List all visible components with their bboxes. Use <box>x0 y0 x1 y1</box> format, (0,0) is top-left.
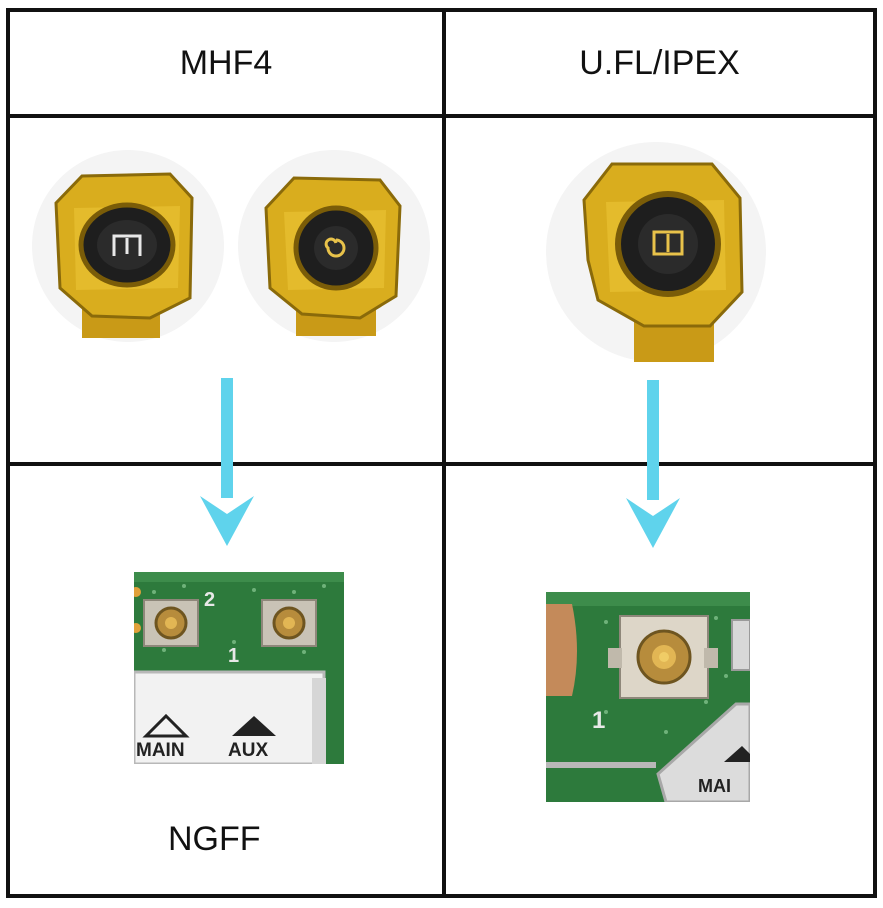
header-mhf4: MHF4 <box>179 44 273 82</box>
mhf4-1-rect-pin <box>112 234 142 256</box>
mhf4-connector-photo-2 <box>238 150 430 342</box>
aux-triangle-filled-icon <box>232 716 276 736</box>
ufl-connector-photo <box>546 142 766 362</box>
right-edge-pad <box>546 604 577 696</box>
right-triangle-filled-icon <box>724 746 750 762</box>
left-marking-one: 1 <box>228 645 239 667</box>
right-shield-can <box>656 702 750 802</box>
mhf4-down-arrow <box>200 378 254 546</box>
right-marking-one: 1 <box>592 707 605 734</box>
footer-ngff: NGFF <box>168 820 261 858</box>
right-main-label: MAI <box>698 776 731 796</box>
ngff-board-photo-left: 2 1 MAIN AUX <box>134 572 344 764</box>
ngff-board-photo-right: 1 MAI <box>546 592 750 802</box>
ufl-rect-pin <box>652 230 684 256</box>
left-main-label: MAIN <box>136 740 185 761</box>
header-ufl-ipex: U.FL/IPEX <box>579 44 740 82</box>
mhf4-connector-photo-1 <box>32 150 224 342</box>
ufl-down-arrow <box>626 380 680 548</box>
left-aux-label: AUX <box>228 740 268 761</box>
mhf4-2-round-pin <box>324 237 346 258</box>
main-triangle-outline-icon <box>142 713 190 738</box>
left-marking-two: 2 <box>204 589 215 611</box>
table-border <box>6 8 877 898</box>
